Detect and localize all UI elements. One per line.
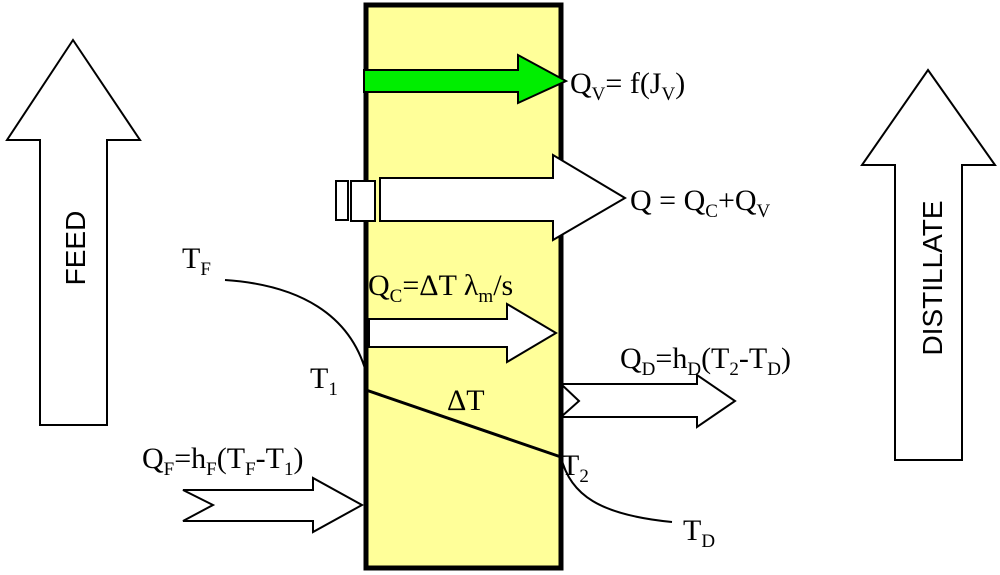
qc-equation: QC=ΔT λm/s [368,269,513,307]
feed-heat-arrow [182,476,365,534]
tf-label: TF [182,242,211,280]
distillate-heat-arrow [558,373,737,429]
t1-label: T1 [310,362,338,400]
distillate-temperature-curve [560,456,673,523]
conductive-heat-arrow [367,302,558,364]
feed-label: FEED [60,211,91,286]
feed-temperature-curve [224,279,367,373]
flux-marker-1 [335,180,349,221]
distillate-arrow [860,68,997,461]
membrane-temperature-line [365,388,562,459]
distillate-label: DISTILLATE [917,200,948,355]
delta-t-label: ΔT [447,384,485,417]
feed-arrow [5,38,142,426]
td-label: TD [683,514,715,552]
flux-marker-2 [350,180,376,222]
total-heat-arrow [379,153,627,242]
t2-label: T2 [561,449,589,487]
qf-equation: QF=hF(TF-T1) [142,442,303,480]
vapor-heat-arrow [363,53,569,105]
q-equation: Q = QC+QV [630,184,771,222]
qd-equation: QD=hD(T2-TD) [620,342,791,380]
qv-equation: QV= f(JV) [570,67,685,105]
